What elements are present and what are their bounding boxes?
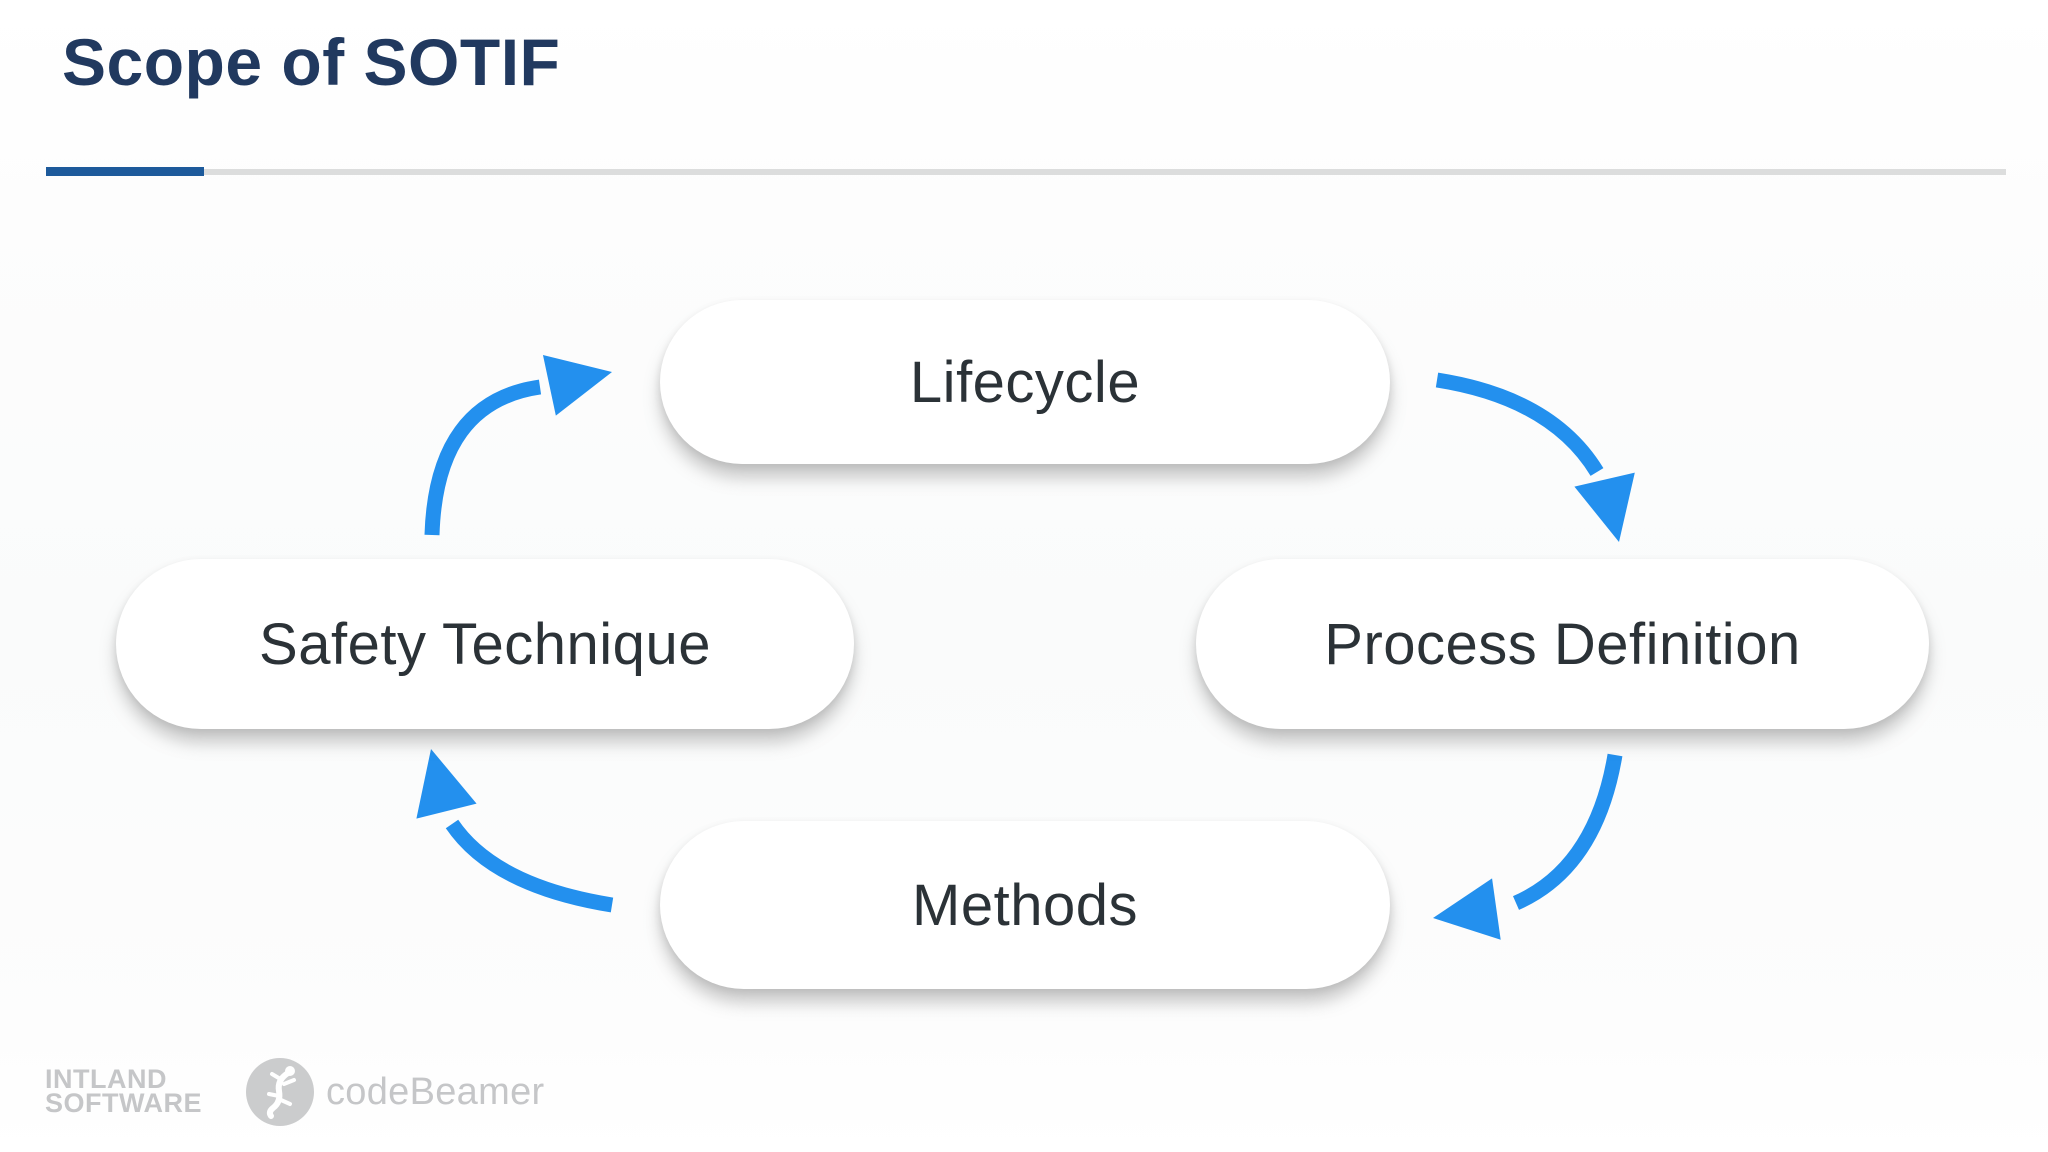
title-underline-rule [204, 169, 2006, 175]
node-lifecycle-label: Lifecycle [909, 349, 1141, 415]
arrow-process-to-methods-icon [1433, 753, 1623, 940]
title-underline-accent [46, 167, 204, 176]
node-safety-technique-label: Safety Technique [259, 611, 711, 677]
arrow-methods-to-safety-icon [416, 749, 614, 913]
node-safety-technique: Safety Technique [116, 559, 854, 729]
node-process-definition: Process Definition [1196, 559, 1929, 729]
arrow-lifecycle-to-process-icon [1435, 372, 1635, 542]
codebeamer-wordmark: codeBeamer [326, 1070, 545, 1113]
gecko-icon [246, 1058, 314, 1126]
intland-software-logo: INTLAND SOFTWARE [45, 1064, 202, 1118]
node-lifecycle: Lifecycle [660, 300, 1390, 464]
page-title: Scope of SOTIF [62, 25, 561, 99]
node-methods: Methods [660, 821, 1390, 989]
codebeamer-logo: codeBeamer [246, 1058, 544, 1126]
arrow-safety-to-lifecycle-icon [424, 354, 612, 536]
intland-logo-line2: SOFTWARE [45, 1088, 202, 1118]
node-methods-label: Methods [912, 872, 1138, 938]
intland-logo-line1: INTLAND [45, 1064, 167, 1095]
node-process-definition-label: Process Definition [1324, 611, 1801, 677]
footer-logos: INTLAND SOFTWARE codeBeamer [45, 1058, 544, 1126]
